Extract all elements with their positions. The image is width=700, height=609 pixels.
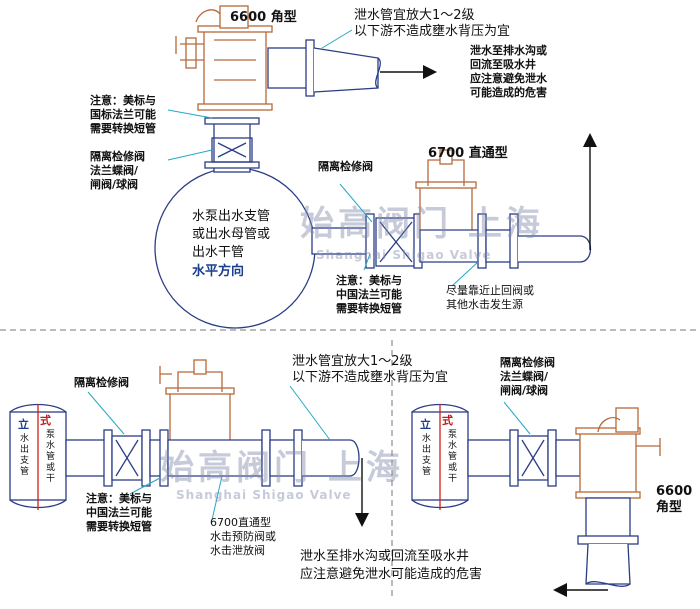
bottom-left-flange-1 [103,429,113,487]
mid-flange-note: 注意：美标与 中国法兰可能 需要转换短管 [336,274,402,315]
bottom-right-flange-1 [509,429,519,487]
straight-valve-6700-bottom [159,359,235,443]
leader-bottom-discharge [289,385,331,441]
riser-butterfly-valve [217,142,247,158]
bottom-left-butterfly [115,439,139,477]
bottom-right-butterfly [521,439,545,477]
bottom-left-pipe-1 [65,439,107,477]
bottom-left-outlet [302,439,360,477]
top-section [154,5,592,329]
vertical-left-col-d: 泵 水 管 或 干 [46,430,56,484]
top-flow-arrows [380,65,597,250]
leader-bottom-left-isolation [87,391,125,435]
bottom-valve-description: 6700直通型 水击预防阀或 水击泄放阀 [210,516,276,557]
leader-top-isolation [167,149,213,161]
straight-valve-model-label: 6700 直通型 [428,146,508,161]
angle-down-pipe [585,497,631,539]
angle-outlet-flange [305,39,315,97]
watermark-top-cn: 始高阀门 上海 [300,204,544,244]
bottom-right-pipe-1 [467,439,513,477]
bottom-left-pipe-3 [269,439,297,477]
angle-valve-6600-top [175,5,273,111]
top-flange-note: 注意：美标与 国标法兰可能 需要转换短管 [90,94,156,135]
leader-mid-flange-note [363,253,371,271]
vertical-right-char-b: 式 [442,414,453,427]
bottom-flow-arrows [355,458,608,597]
angle-valve-6600-bottom [575,407,661,499]
straight-line-isolation-label: 隔离检修阀 [318,160,373,173]
enlarged-drain-pipe [313,47,379,93]
angle-outlet-pipe [267,47,311,89]
bottom-left-flange-2 [141,429,151,487]
riser-flange-top [204,117,260,125]
bottom-right-section [411,403,661,587]
drain-pipe-break [375,57,381,89]
bottom-right-isolation-label: 隔离检修阀 法兰蝶阀/ 闸阀/球阀 [500,356,555,397]
vertical-left-char-b: 式 [40,414,51,427]
top-discharge-note: 泄水管宜放大1～2级 以下游不造成壅水背压为宜 [354,8,511,39]
vertical-right-col-d: 泵 水 管 或 干 [448,430,458,484]
vertical-right-char-a: 立 [420,418,431,431]
angle-down-drain [585,543,631,585]
leader-discharge-note [321,29,353,49]
straight-line-pipe-left [311,227,373,255]
bottom-angle-model-label: 6600 角型 [656,484,693,515]
leader-bottom-flange [129,477,161,495]
angle-down-break [585,581,631,587]
top-isolation-valve-label: 隔离检修阀 法兰蝶阀/ 闸阀/球阀 [90,150,145,191]
leader-top-flange-note [167,109,213,119]
straight-line-butterfly [379,221,413,263]
bottom-leader-lines [87,385,531,521]
top-drain-note: 泄水至排水沟或 回流至吸水井 应注意避免泄水 可能造成的危害 [470,44,547,99]
pump-header-direction: 水平方向 [192,264,245,279]
vertical-left-col-c: 水 出 支 管 [20,434,30,477]
riser-flange-bottom [204,161,260,169]
straight-valve-6700-top [415,149,477,233]
watermark-bottom-en: Shanghai Shigao Valve [176,488,352,502]
bottom-flange-note: 注意：美标与 中国法兰可能 需要转换短管 [86,492,152,533]
bottom-left-isolation-label: 隔离检修阀 [74,376,129,389]
bottom-discharge-note: 泄水管宜放大1～2级 以下游不造成壅水背压为宜 [292,354,449,385]
leader-bottom-right-isolation [503,401,531,435]
leader-straight-isolation [339,183,373,223]
top-valve-model-label: 6600 角型 [230,10,297,25]
pump-header-label: 水泵出水支管 或出水母管或 出水干管 [192,209,271,260]
watermark-bottom-cn: 始高阀门 上海 [160,448,404,488]
bottom-right-valve-body [517,435,549,481]
bottom-right-pipe-2 [555,439,581,477]
leader-near-check [451,261,479,287]
leader-bottom-valve-desc [211,475,223,521]
watermark-top-en: Shanghai Shigao Valve [316,248,492,262]
bottom-left-section [9,359,360,510]
near-check-note: 尽量靠近止回阀或 其他水击发生源 [446,284,534,311]
bottom-drain-note: 泄水至排水沟或回流至吸水井 应注意避免泄水可能造成的危害 [300,549,483,582]
vertical-right-col-c: 水 出 支 管 [422,434,432,477]
vertical-left-char-a: 立 [18,418,29,431]
top-leader-lines [167,29,479,287]
bottom-right-flange-2 [547,429,557,487]
angle-down-flange [577,535,639,545]
straight-line-flange-1 [365,213,375,269]
